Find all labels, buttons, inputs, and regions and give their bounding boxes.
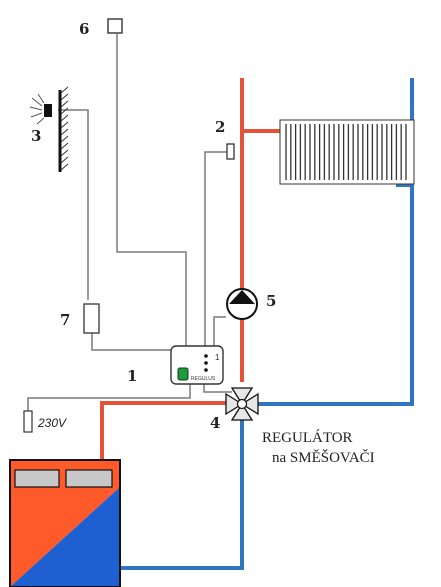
boiler-panel-right xyxy=(65,469,113,488)
sensor-3-wire xyxy=(58,109,89,300)
label-room-unit: 7 xyxy=(60,311,70,329)
label-controller: 1 xyxy=(127,367,137,385)
cold-pipes xyxy=(120,78,414,570)
controller-brand-label: REGULUS xyxy=(191,376,216,382)
unit-7-wire xyxy=(91,333,171,351)
label-mixing-valve: 4 xyxy=(210,414,220,432)
label-temp-sensor: 2 xyxy=(215,118,225,136)
label-pump: 5 xyxy=(266,292,276,310)
boiler-supply-pipe xyxy=(100,401,234,460)
sensor-6-wire xyxy=(116,34,187,346)
title-line-2: na SMĚŠOVAČI xyxy=(272,449,375,466)
power-label: 230V xyxy=(37,416,67,430)
boiler-panel-left xyxy=(14,469,60,488)
boiler-return-pipe xyxy=(120,414,244,570)
controller-unit: 1 REGULUS xyxy=(170,345,224,385)
controller-led xyxy=(177,367,189,381)
room-unit xyxy=(83,303,100,334)
controller-indicator-label: 1 xyxy=(215,353,220,362)
power-fuse xyxy=(23,410,33,433)
hot-pipes xyxy=(100,78,280,460)
temperature-sensor xyxy=(226,143,235,160)
outdoor-sensor xyxy=(29,86,69,172)
mixing-valve xyxy=(225,387,259,421)
title-line-1: REGULÁTOR xyxy=(262,429,353,446)
circulation-pump xyxy=(226,288,258,320)
boiler xyxy=(9,459,121,587)
radiator xyxy=(279,119,415,185)
valve-wire xyxy=(203,384,232,393)
remote-sensor xyxy=(107,18,123,34)
label-outdoor-sensor: 3 xyxy=(31,127,41,145)
label-remote-sensor: 6 xyxy=(79,20,89,38)
sensor-2-wire xyxy=(204,151,227,348)
pump-wire xyxy=(213,316,226,348)
